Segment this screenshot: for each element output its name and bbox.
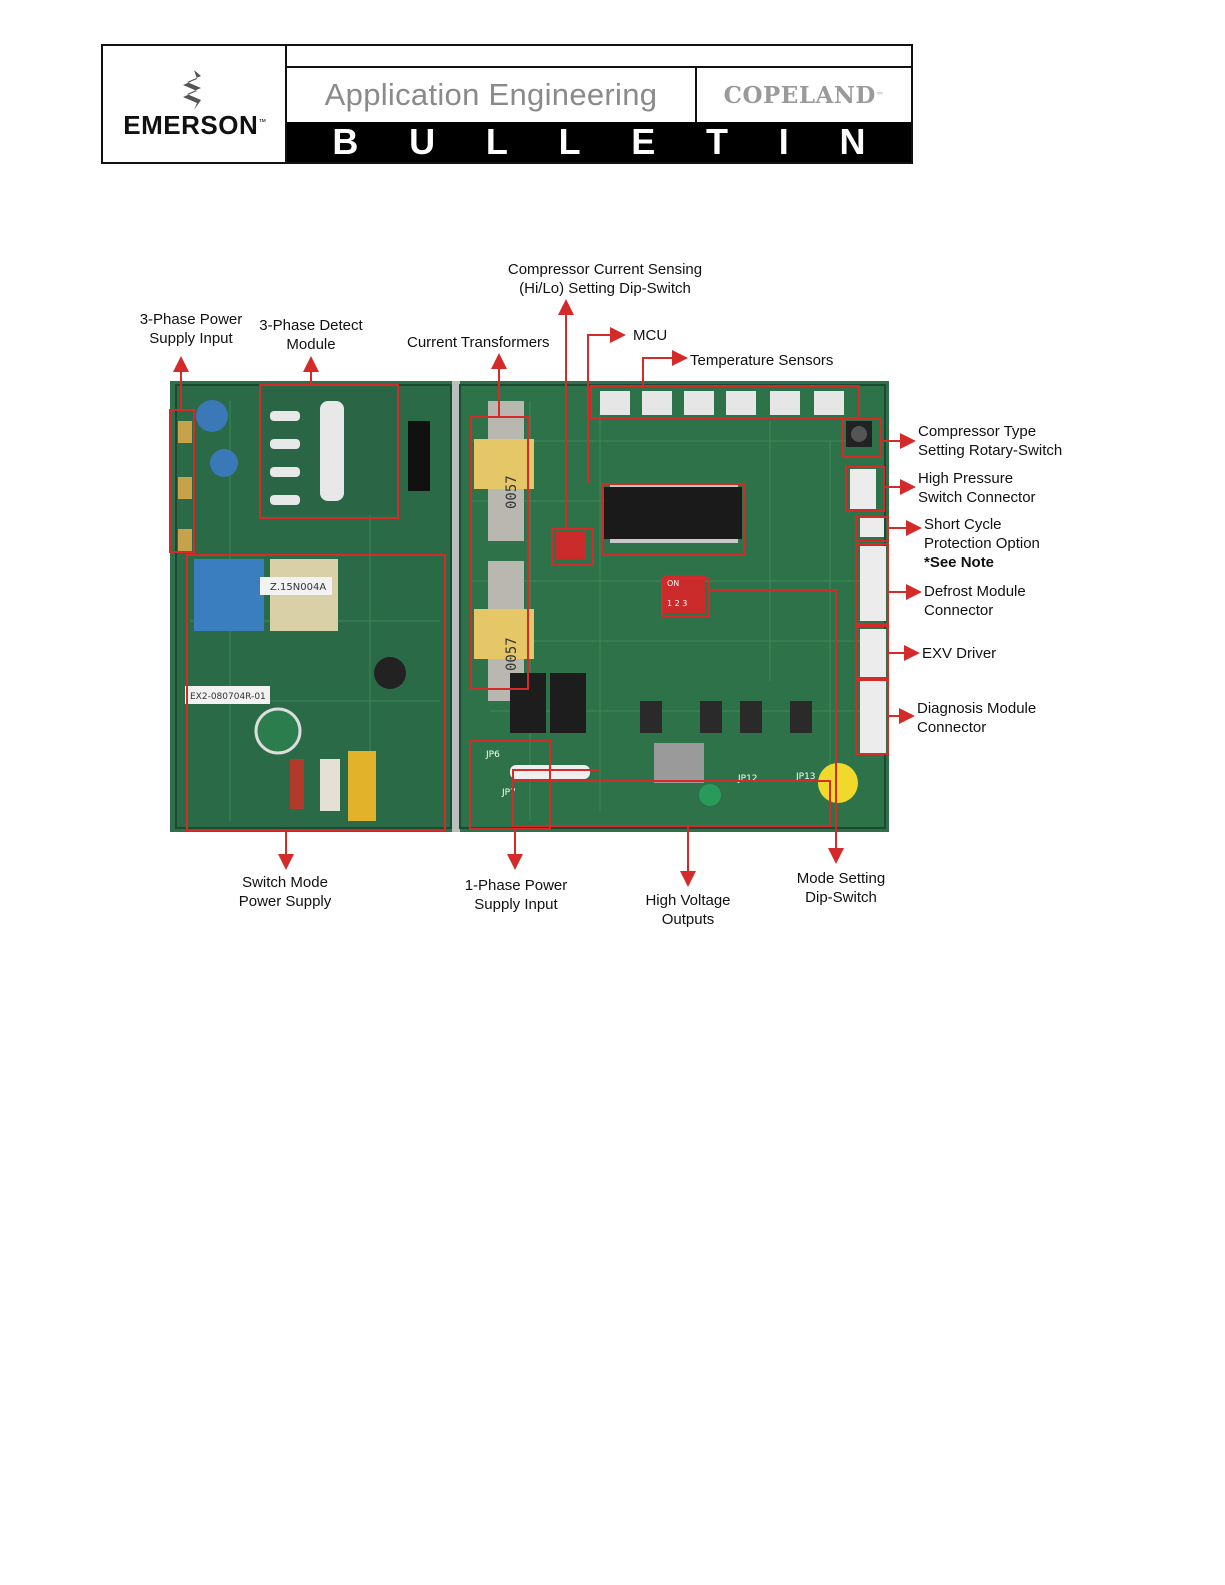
label-temperature-sensors: Temperature Sensors <box>690 352 834 369</box>
cap-label: Z.15N004A <box>270 582 326 593</box>
ct-label-bottom: 0057 <box>504 637 520 671</box>
banner-letter: T <box>706 121 729 162</box>
label-mcu: MCU <box>633 327 668 344</box>
emerson-logo-icon <box>183 70 201 110</box>
jp7-label: JP7 <box>501 788 516 798</box>
bulletin-header: EMERSON™ Application Engineering COPELAN… <box>101 44 913 164</box>
banner-letter: E <box>631 121 656 162</box>
jp13-label: JP13 <box>795 772 816 782</box>
banner-letter: L <box>485 121 508 162</box>
control-board-photo: Z.15N004A EX2-080704R-01 0057 0057 ON 1 … <box>170 381 889 832</box>
label-exv-driver: EXV Driver <box>922 645 997 662</box>
bulletin-banner: B U L L E T I N <box>287 121 911 162</box>
banner-letter: U <box>409 121 436 162</box>
label-current-transformers: Current Transformers <box>407 334 550 351</box>
jp6-label: JP6 <box>485 750 500 760</box>
label-compressor-current: Compressor Current Sensing(Hi/Lo) Settin… <box>507 261 703 297</box>
emerson-logo-text: EMERSON™ <box>123 110 267 140</box>
header-top-strip <box>287 46 911 68</box>
banner-letter: I <box>778 121 789 162</box>
regulator-label: EX2-080704R-01 <box>190 692 266 702</box>
banner-letter: N <box>839 121 866 162</box>
ct-label-top: 0057 <box>504 475 520 509</box>
header-title: Application Engineering <box>287 68 697 122</box>
banner-letter: L <box>558 121 581 162</box>
dip-digits-label: 1 2 3 <box>667 599 687 608</box>
jp12-label: JP12 <box>737 774 758 784</box>
dip-on-label: ON <box>667 579 679 588</box>
emerson-logo-cell: EMERSON™ <box>103 46 287 162</box>
banner-letter: B <box>332 121 359 162</box>
